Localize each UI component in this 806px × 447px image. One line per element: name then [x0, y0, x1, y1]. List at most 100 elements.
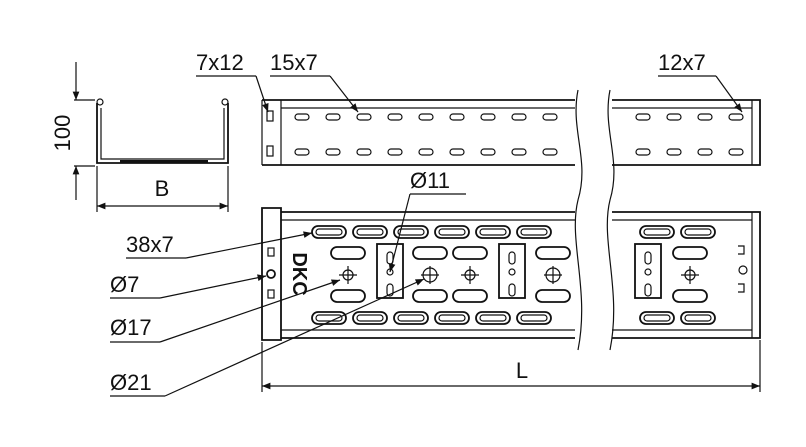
side-slot	[666, 148, 682, 156]
hole-11	[644, 268, 652, 276]
bottom-slot-inner	[315, 314, 343, 322]
side-slot	[387, 148, 403, 156]
bottom-slot	[393, 311, 429, 325]
mounting-plate	[376, 243, 404, 299]
side-slot	[511, 113, 527, 121]
bottom-slot	[434, 225, 470, 239]
bottom-slot	[330, 289, 366, 303]
bottom-slot-inner	[356, 228, 384, 236]
bottom-slot	[516, 225, 552, 239]
side-slot	[325, 148, 341, 156]
bottom-slot-inner	[479, 228, 507, 236]
bottom-slot-inner	[479, 314, 507, 322]
bottom-slot	[311, 225, 347, 239]
bottom-slot	[535, 246, 571, 260]
side-slot	[449, 113, 465, 121]
side-slot	[356, 113, 372, 121]
mounting-plate	[634, 243, 662, 299]
length-label: L	[516, 358, 528, 383]
hole-7	[266, 269, 276, 279]
bottom-slot	[639, 311, 675, 325]
bottom-slot	[672, 246, 708, 260]
bottom-slot-inner	[438, 228, 466, 236]
bottom-slot	[434, 311, 470, 325]
cross-section-view: 100 B	[50, 62, 229, 212]
label-7x12: 7x12	[196, 50, 244, 75]
plan-view: DKC	[261, 207, 761, 341]
bottom-slot	[393, 225, 429, 239]
side-slot-end	[266, 110, 274, 122]
hole-11	[508, 268, 516, 276]
hole-centerline	[339, 266, 357, 284]
bottom-slot-inner	[356, 314, 384, 322]
bottom-slot	[352, 311, 388, 325]
width-label: B	[155, 176, 170, 201]
side-slot	[728, 148, 744, 156]
bottom-slot	[680, 311, 716, 325]
bottom-slot	[475, 225, 511, 239]
side-slot	[480, 148, 496, 156]
bottom-slot-inner	[643, 314, 671, 322]
hole-centerline	[461, 266, 479, 284]
bottom-slot-inner	[520, 228, 548, 236]
side-slot	[480, 113, 496, 121]
dkc-logo: DKC	[288, 252, 310, 295]
side-slot	[511, 148, 527, 156]
side-slot	[387, 113, 403, 121]
bottom-slot	[475, 311, 511, 325]
bottom-slot	[672, 289, 708, 303]
base-perforation	[120, 160, 208, 163]
bottom-slot-inner	[520, 314, 548, 322]
label-d17: Ø17	[110, 315, 152, 340]
label-38x7: 38x7	[126, 232, 174, 257]
side-slot	[356, 148, 372, 156]
side-slot	[635, 148, 651, 156]
side-slot	[728, 113, 744, 121]
plate-slot	[508, 283, 516, 297]
bottom-slot	[516, 311, 552, 325]
bottom-slot-inner	[438, 314, 466, 322]
mounting-plate	[498, 243, 526, 299]
side-slot	[418, 148, 434, 156]
plate-slot	[386, 283, 394, 297]
bottom-slot	[452, 289, 488, 303]
side-slot	[697, 148, 713, 156]
hole-centerline	[544, 266, 562, 284]
label-d11: Ø11	[410, 168, 450, 193]
side-slot	[697, 113, 713, 121]
bottom-slot	[680, 225, 716, 239]
bottom-slot	[452, 246, 488, 260]
bottom-slot-inner	[397, 314, 425, 322]
plate-slot	[644, 283, 652, 297]
label-d7: Ø7	[110, 272, 139, 297]
label-15x7: 15x7	[270, 50, 318, 75]
label-d21: Ø21	[110, 370, 152, 395]
bottom-slot-inner	[315, 228, 343, 236]
height-label: 100	[50, 115, 75, 152]
side-slot	[325, 113, 341, 121]
bottom-slot-inner	[684, 228, 712, 236]
plate-slot	[644, 251, 652, 265]
bottom-slot	[412, 246, 448, 260]
bottom-slot-inner	[643, 228, 671, 236]
side-slot	[294, 148, 310, 156]
bottom-slot	[311, 311, 347, 325]
bottom-slot-inner	[397, 228, 425, 236]
bottom-slot	[535, 289, 571, 303]
bottom-slot	[330, 246, 366, 260]
bottom-slot	[639, 225, 675, 239]
label-12x7: 12x7	[658, 50, 706, 75]
hole-centerline	[421, 266, 439, 284]
side-slot	[666, 113, 682, 121]
break-lines	[574, 89, 615, 351]
hole-centerline	[681, 266, 699, 284]
side-view	[261, 99, 761, 166]
side-slot	[635, 113, 651, 121]
side-slot	[542, 113, 558, 121]
side-slot	[294, 113, 310, 121]
bottom-slot-inner	[684, 314, 712, 322]
side-slot	[449, 148, 465, 156]
bottom-slot	[412, 289, 448, 303]
side-slot	[418, 113, 434, 121]
